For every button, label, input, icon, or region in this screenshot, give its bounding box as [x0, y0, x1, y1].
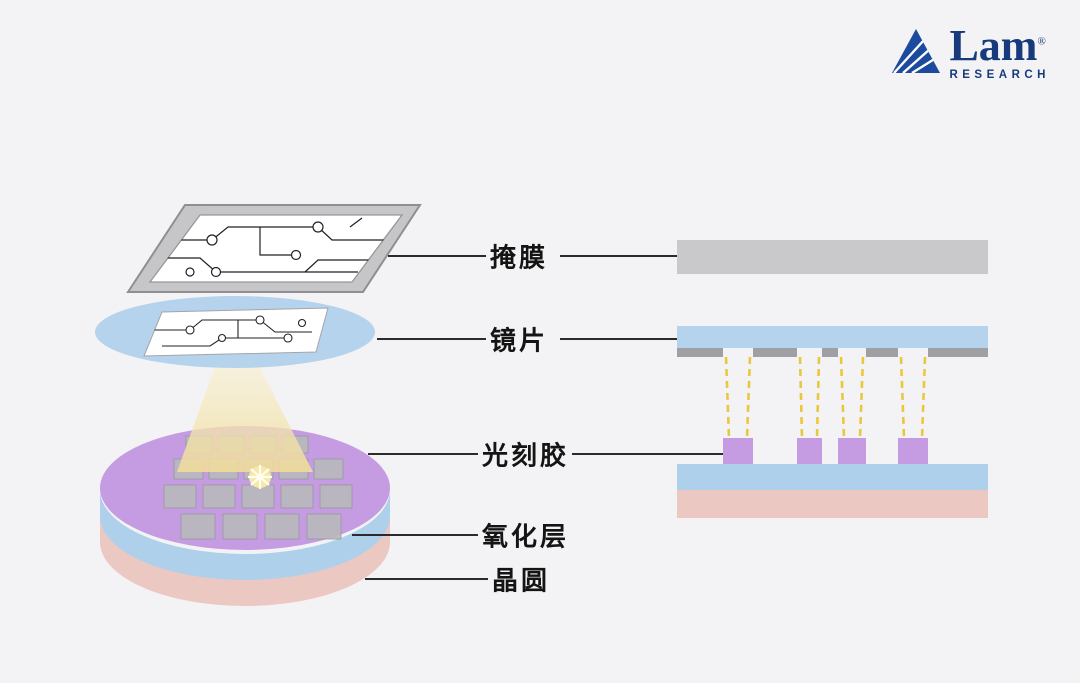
lam-logo-triangle-icon — [892, 29, 941, 73]
oxide-layer-blue — [100, 490, 390, 580]
mask-leader-line-left — [388, 255, 486, 257]
exposed-die-sparkle — [248, 465, 272, 489]
label-photoresist: 光刻胶 — [482, 440, 570, 471]
xsec-mask-pattern-strip — [677, 348, 988, 357]
registered-mark: ® — [1037, 35, 1046, 48]
lam-research-logo: Lam® RESEARCH — [890, 24, 1050, 82]
photomask-plate — [126, 204, 422, 293]
label-mask: 掩膜 — [490, 242, 549, 273]
lens-leader-line-left — [377, 338, 486, 340]
oxide-leader-line-left — [352, 534, 478, 536]
wafer-layer-pink — [100, 515, 390, 606]
photoresist-leader-line-left — [368, 453, 478, 455]
lens — [95, 296, 375, 368]
xsec-lens-bar — [677, 326, 988, 348]
photoresist-leader-line-right — [572, 453, 725, 455]
xsec-wafer-bar — [677, 490, 988, 518]
xsec-mask-bar — [677, 240, 988, 274]
wafer-leader-line-left — [365, 578, 488, 580]
logo-wordmark: Lam® — [949, 24, 1046, 68]
xsec-photoresist-blocks — [723, 438, 928, 464]
litho-cross-section — [677, 240, 988, 518]
light-cone — [177, 358, 313, 472]
light-rays — [724, 356, 927, 439]
xsec-oxide-bar — [677, 464, 988, 490]
mask-leader-line-right — [560, 255, 677, 257]
logo-word-text: Lam — [949, 21, 1038, 70]
label-lens: 镜片 — [490, 325, 549, 356]
label-wafer: 晶圆 — [492, 565, 551, 596]
litho-3d-illustration — [95, 204, 422, 606]
logo-subtext: RESEARCH — [949, 69, 1050, 82]
lens-projected-pattern — [143, 307, 329, 357]
label-oxide: 氧化层 — [482, 521, 570, 552]
lens-leader-line-right — [560, 338, 677, 340]
